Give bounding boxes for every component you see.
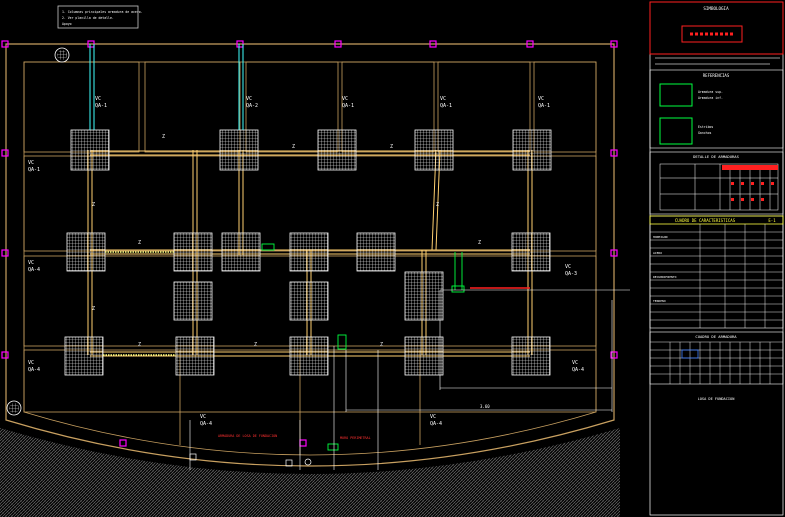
svg-text:QA-4: QA-4 (28, 367, 40, 373)
red-note-2: MURO PERIMETRAL (340, 436, 371, 440)
header-title: SIMBOLOGIA (703, 6, 729, 11)
row-3: RECUBRIMIENTO (653, 275, 677, 279)
svg-text:QA-1: QA-1 (28, 167, 40, 173)
row-2: ACERO (653, 251, 662, 255)
svg-text:VC: VC (28, 360, 34, 366)
svg-text:QA-4: QA-4 (572, 367, 584, 373)
svg-text:Z: Z (138, 240, 141, 246)
section-4-title: CUADRO DE CARACTERISTICAS (675, 218, 736, 223)
svg-text:VC: VC (28, 260, 34, 266)
section-3-title: DETALLE DE ARMADURAS (693, 154, 739, 159)
svg-text:QA-1: QA-1 (342, 103, 354, 109)
svg-text:VC: VC (565, 264, 571, 270)
svg-text:VC: VC (538, 96, 544, 102)
svg-text:QA-1: QA-1 (95, 103, 107, 109)
svg-text:VC: VC (572, 360, 578, 366)
svg-text:VC: VC (440, 96, 446, 102)
title-block: SIMBOLOGIA REFERENCIAS Armadura sup. Arm… (649, 1, 784, 516)
svg-text:Z: Z (390, 144, 393, 150)
bottom-markers (189, 453, 312, 467)
svg-text:QA-2: QA-2 (246, 103, 258, 109)
row-4: TERRENO (653, 299, 666, 303)
svg-text:VC: VC (246, 96, 252, 102)
svg-text:QA-1: QA-1 (440, 103, 452, 109)
svg-text:Z: Z (138, 342, 141, 348)
slab-labels: VC QA-1 VC QA-2 VC QA-1 VC QA-1 VC QA-1 … (28, 96, 584, 427)
north-symbol (54, 47, 70, 63)
svg-text:QA-4: QA-4 (28, 267, 40, 273)
section-5-title: CUADRO DE ARMADURA (695, 334, 737, 339)
svg-text:VC: VC (95, 96, 101, 102)
svg-text:Z: Z (292, 144, 295, 150)
svg-text:VC: VC (342, 96, 348, 102)
legend-4: Ganchos (698, 131, 712, 135)
svg-text:Z: Z (380, 342, 383, 348)
svg-text:QA-1: QA-1 (538, 103, 550, 109)
column-mats (64, 129, 552, 376)
note-line-3: Apoyo (62, 22, 72, 26)
legend-2: Armadura inf. (698, 96, 723, 100)
svg-text:Z: Z (254, 342, 257, 348)
green-details (261, 243, 465, 451)
svg-text:Z: Z (162, 134, 165, 140)
svg-text:VC: VC (430, 414, 436, 420)
svg-text:Z: Z (92, 202, 95, 208)
svg-text:Z: Z (478, 240, 481, 246)
svg-text:QA-4: QA-4 (200, 421, 212, 427)
legend-1: Armadura sup. (698, 90, 723, 94)
red-note-1: ARMADURA DE LOSA DE FUNDACION (218, 434, 277, 438)
beam-marks: Z Z Z Z Z Z Z Z Z Z Z (92, 134, 481, 348)
svg-text:QA-4: QA-4 (430, 421, 442, 427)
svg-text:VC: VC (200, 414, 206, 420)
svg-text:QA-3: QA-3 (565, 271, 577, 277)
svg-text:Z: Z (436, 202, 439, 208)
dimension-label: 3.60 (480, 404, 490, 409)
svg-text:VC: VC (28, 160, 34, 166)
section-2-title: REFERENCIAS (703, 73, 730, 78)
drain-symbol (6, 400, 22, 416)
note-box (57, 5, 139, 29)
svg-text:Z: Z (92, 306, 95, 312)
section-4-tag: E-1 (768, 218, 776, 223)
dimension-lines (189, 289, 630, 470)
legend-3: Estribos (698, 125, 713, 129)
cyan-risers (89, 44, 244, 130)
note-line-1: 1. Columnas principales armadura de acer… (62, 10, 143, 14)
slab-inner-outline (23, 61, 597, 456)
footer-title: LOSA DE FUNDACION (698, 397, 735, 401)
note-line-2: 2. Ver planilla de detalle. (62, 16, 114, 20)
soil-hatch (0, 428, 620, 517)
dashed-chairs (103, 251, 176, 356)
row-1: HORMIGON (653, 235, 668, 239)
